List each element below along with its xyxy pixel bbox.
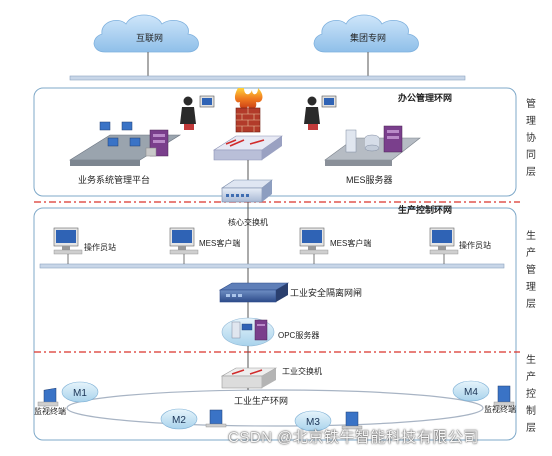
mes-client-left-label: MES客户端 bbox=[199, 239, 241, 248]
industrial-ring bbox=[66, 389, 484, 427]
core-switch-icon bbox=[221, 160, 273, 203]
watermark-text: CSDN @北京铁牛智能科技有限公司 bbox=[228, 429, 479, 446]
firewall-icon bbox=[234, 88, 263, 133]
monitor-terminal-m2-icon bbox=[205, 409, 227, 428]
office-zone-frame bbox=[33, 87, 517, 197]
production-bus bbox=[39, 202, 505, 269]
group-network-cloud bbox=[313, 14, 419, 53]
opc-server-icon bbox=[221, 302, 275, 368]
mes-server-icon bbox=[324, 125, 421, 166]
monitor-terminal-right-icon bbox=[493, 385, 515, 407]
m3-label: M3 bbox=[306, 417, 320, 428]
opc-server-label: OPC服务器 bbox=[278, 331, 320, 340]
office-ring-label: 办公管理环网 bbox=[398, 93, 453, 103]
m4-label: M4 bbox=[464, 387, 478, 398]
production-ring-label: 生产控制环网 bbox=[398, 205, 453, 215]
admin-user-left-icon bbox=[180, 95, 215, 130]
mes-server-label: MES服务器 bbox=[346, 175, 393, 185]
admin-user-right-icon bbox=[304, 95, 337, 130]
m1-label: M1 bbox=[73, 388, 87, 399]
monitor-right-label: 监视终端 bbox=[484, 405, 516, 414]
isolation-gateway-label: 工业安全隔离网闸 bbox=[290, 288, 363, 298]
workstation-left-icon bbox=[53, 227, 83, 264]
top-bus bbox=[69, 52, 466, 81]
ring-node-m3: M3 bbox=[294, 410, 332, 432]
industrial-switch-label: 工业交换机 bbox=[282, 367, 322, 376]
monitor-left-label: 监视终端 bbox=[34, 407, 66, 416]
business-platform-icon bbox=[68, 121, 182, 166]
m2-label: M2 bbox=[172, 415, 186, 426]
ring-node-m1: M1 bbox=[61, 381, 99, 403]
ring-node-m4: M4 bbox=[452, 380, 490, 402]
industrial-ring-label: 工业生产环网 bbox=[234, 396, 289, 406]
side-label-production-management: 生产管理层 bbox=[526, 231, 536, 310]
workstation-right-label: 操作员站 bbox=[459, 241, 491, 250]
internet-label: 互联网 bbox=[136, 33, 164, 43]
industrial-switch-icon bbox=[220, 367, 278, 389]
mes-client-right-label: MES客户端 bbox=[330, 239, 372, 248]
business-platform-label: 业务系统管理平台 bbox=[78, 175, 151, 185]
office-router-icon bbox=[212, 135, 283, 161]
side-label-management: 管理协同层 bbox=[526, 99, 536, 178]
monitor-terminal-m3-icon bbox=[341, 411, 363, 430]
isolation-gateway-icon bbox=[218, 268, 290, 303]
group-network-label: 集团专网 bbox=[350, 33, 387, 43]
internet-cloud bbox=[93, 14, 199, 53]
mes-client-left-icon bbox=[169, 227, 199, 264]
core-switch-label: 核心交换机 bbox=[228, 218, 268, 227]
side-label-production-control: 生产控制层 bbox=[526, 355, 536, 434]
monitor-terminal-left-icon bbox=[37, 387, 59, 407]
mes-client-right-icon bbox=[299, 227, 329, 264]
production-zone-frame bbox=[33, 207, 517, 441]
workstation-right-icon bbox=[429, 227, 459, 264]
workstation-left-label: 操作员站 bbox=[84, 243, 116, 252]
ring-node-m2: M2 bbox=[160, 408, 198, 430]
